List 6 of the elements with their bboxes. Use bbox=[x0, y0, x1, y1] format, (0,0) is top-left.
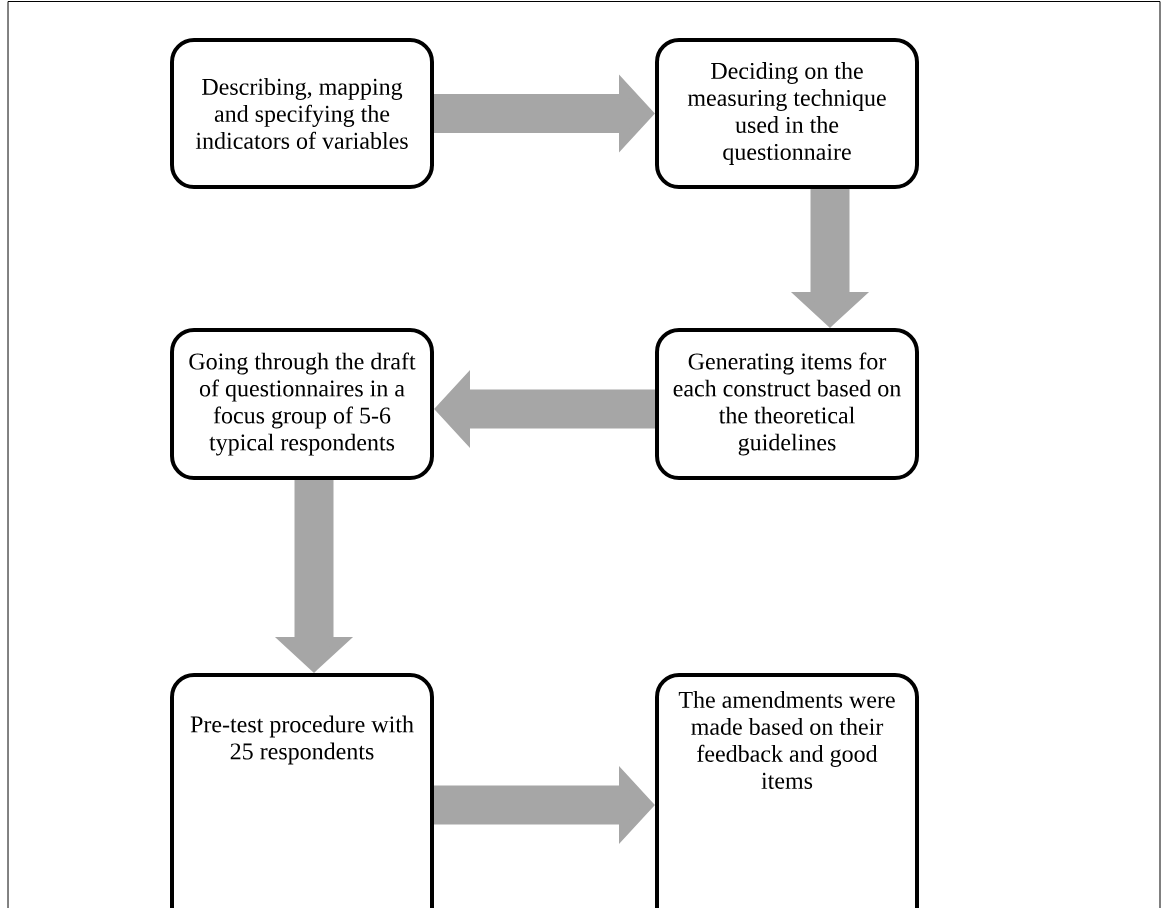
process-box: Generating items for each construct based on the theoretical guidelines bbox=[655, 328, 919, 480]
process-box: Describing, mapping and specifying the indicators of variables bbox=[170, 38, 434, 189]
process-box: Deciding on the measuring technique used in the questionnaire bbox=[655, 38, 919, 189]
process-box: The amendments were made based on their feedback and good items bbox=[655, 673, 919, 908]
process-box: Pre-test procedure with 25 respondents bbox=[170, 673, 434, 908]
process-box: Going through the draft of questionnaires in a focus group of 5-6 typical respondents bbox=[170, 328, 434, 480]
